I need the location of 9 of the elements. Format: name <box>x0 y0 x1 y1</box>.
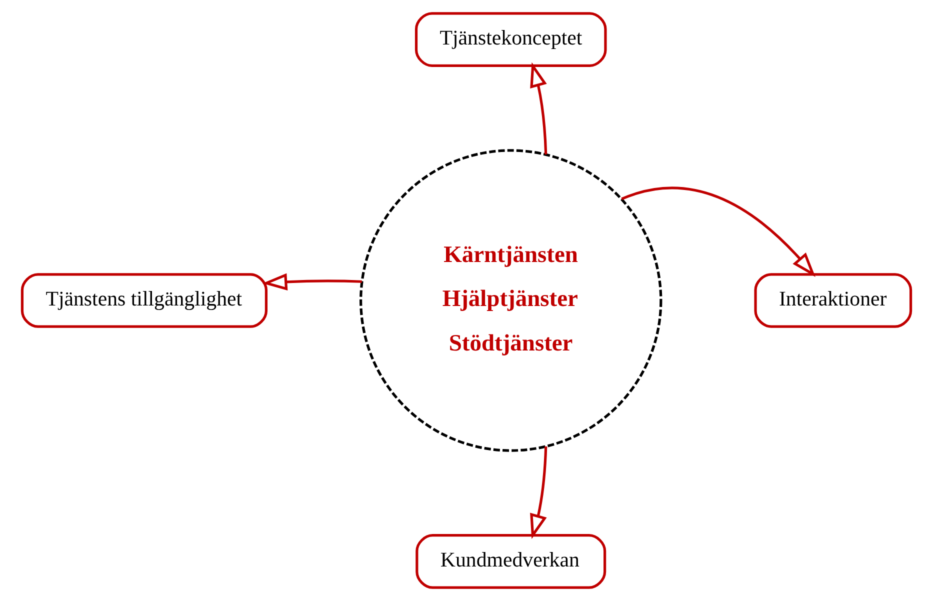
node-box: Tjänstens tillgänglighet <box>20 273 268 328</box>
arrow <box>262 273 362 291</box>
node-box: Kundmedverkan <box>415 534 606 589</box>
node-box: Tjänstekonceptet <box>414 12 606 67</box>
node-circle: Kärntjänsten Hjälptjänster Stödtjänster <box>359 149 662 452</box>
arrow <box>620 186 815 277</box>
node-box: Interaktioner <box>754 273 912 328</box>
arrow <box>530 446 547 539</box>
arrow <box>530 62 547 154</box>
